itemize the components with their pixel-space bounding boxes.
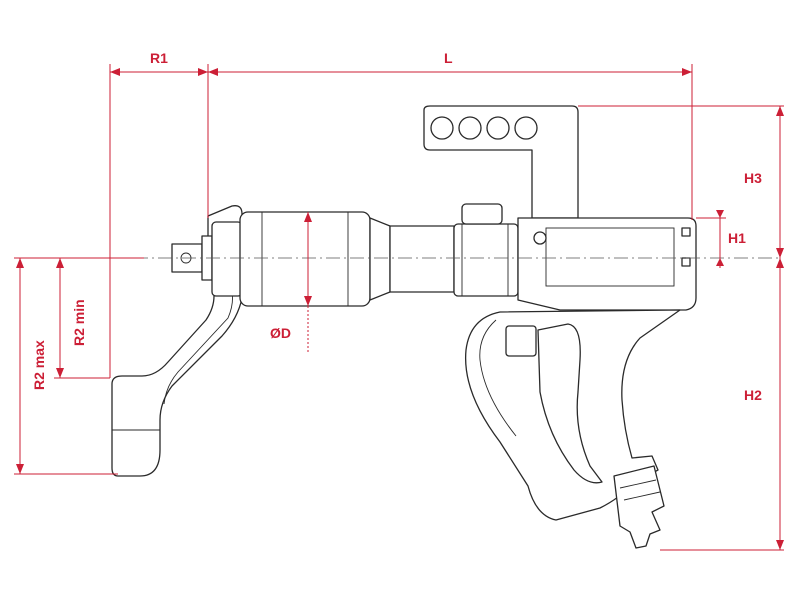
gear-flange [211, 221, 243, 297]
grip-edge [479, 319, 517, 437]
arrow-h3-bottom [776, 248, 784, 258]
arrow-h1-bottom [716, 258, 724, 266]
label-h3: H3 [744, 170, 762, 186]
arrow-r2max-top [16, 258, 24, 268]
torque-tool [111, 105, 697, 549]
dimensions: R1 L H3 H1 H2 ØD R2 [14, 50, 784, 551]
arrow-od-bottom [304, 296, 312, 306]
arrow-h3-top [776, 106, 784, 116]
label-h2: H2 [744, 387, 762, 403]
handle-hole-1 [430, 116, 454, 140]
motor-tube [389, 225, 455, 293]
inlet-line-1 [619, 479, 657, 489]
pivot-screw [533, 231, 547, 245]
handle-hole-3 [486, 116, 510, 140]
arrow-h2-bottom [776, 540, 784, 550]
handle-hole-2 [458, 116, 482, 140]
arrow-r2min-top [56, 258, 64, 268]
arrow-h1-top [716, 210, 724, 218]
arrow-r2max-bottom [16, 464, 24, 474]
motor-body [517, 217, 697, 311]
gear-housing [239, 211, 371, 307]
motor-panel [545, 227, 675, 287]
label-r2-max: R2 max [31, 340, 47, 390]
label-h1: H1 [728, 230, 746, 246]
trigger-guard [505, 325, 537, 357]
label-od: ØD [270, 325, 291, 341]
arrow-r1-right [198, 68, 208, 76]
arrow-l-right [682, 68, 692, 76]
arrow-h2-top [776, 258, 784, 268]
air-inlet [613, 465, 665, 549]
label-r1: R1 [150, 50, 168, 66]
arrow-r1-left [110, 68, 120, 76]
arrow-od-top [304, 212, 312, 222]
side-clip-bottom [681, 257, 691, 267]
arrow-l-left [208, 68, 218, 76]
trigger [537, 323, 603, 484]
label-r2-min: R2 min [71, 299, 87, 346]
side-clip-top [681, 227, 691, 237]
arrow-r2min-bottom [56, 368, 64, 378]
inlet-line-2 [623, 491, 661, 501]
handle-hole-4 [514, 116, 538, 140]
label-l: L [444, 50, 453, 66]
housing-neck [369, 217, 391, 301]
direction-switch [461, 203, 503, 225]
